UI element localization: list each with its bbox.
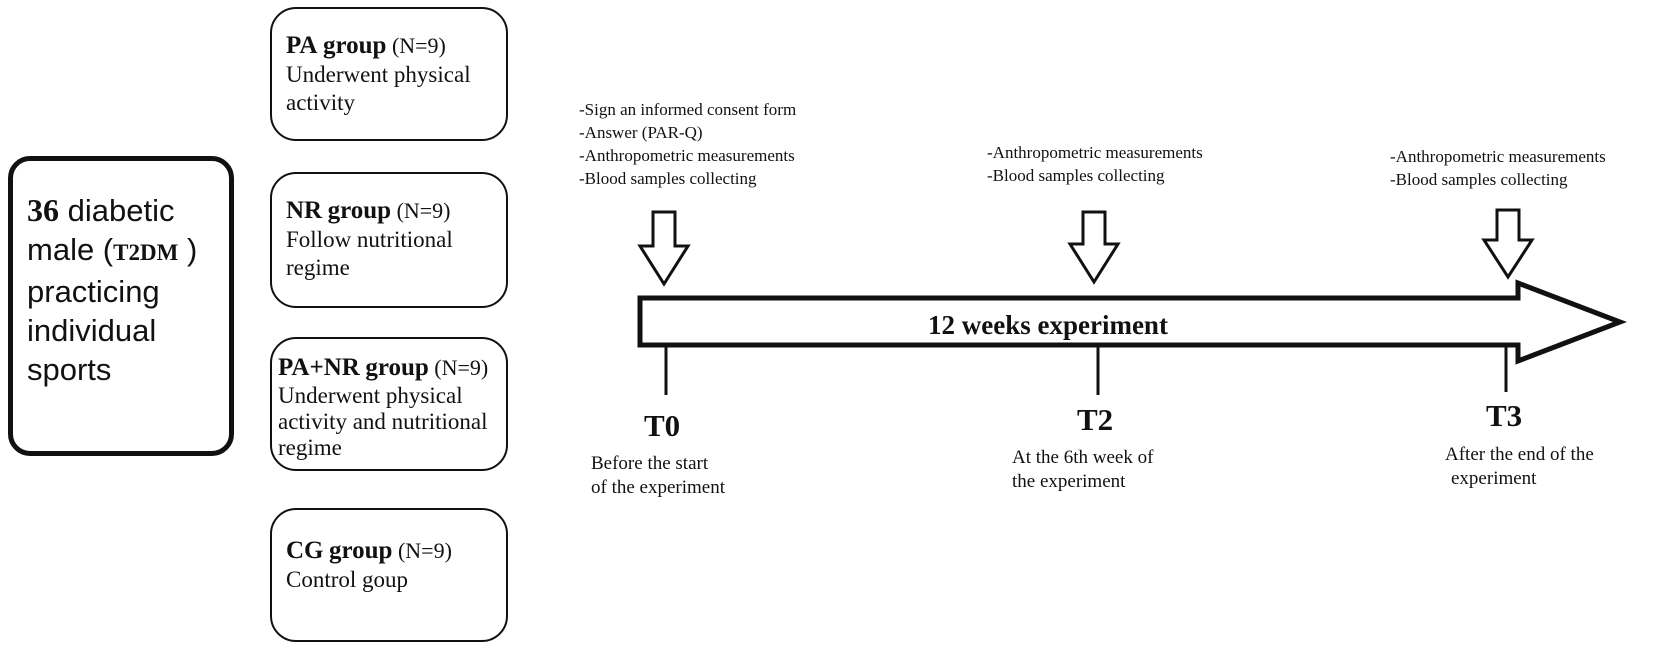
timeline-label: 12 weeks experiment: [928, 310, 1168, 340]
group-title: CG group (N=9): [286, 536, 496, 566]
caption-line: of the experiment: [591, 477, 726, 498]
participants-abbr: T2DM: [113, 240, 179, 265]
group-name: PA+NR: [278, 354, 360, 381]
note-line: -Answer (PAR-Q): [579, 123, 703, 142]
notes-t2: -Anthropometric measurements -Blood samp…: [987, 141, 1203, 187]
note-line: -Anthropometric measurements: [579, 146, 795, 165]
note-line: -Blood samples collecting: [1390, 170, 1568, 189]
down-arrow-icon-t3: [1481, 208, 1535, 280]
participants-text-4: practicing: [27, 274, 160, 309]
group-name: PA: [286, 32, 318, 59]
timepoint-t2: T2: [1077, 402, 1114, 437]
group-box-pa-nr: PA+NR group (N=9) Underwent physical act…: [270, 337, 508, 471]
note-line: -Blood samples collecting: [987, 166, 1165, 185]
participants-text-3: ): [186, 232, 198, 267]
participants-box: 36 diabetic male (T2DM ) practicing indi…: [8, 156, 234, 456]
group-suffix: group: [327, 197, 392, 224]
group-name: NR: [286, 197, 323, 224]
notes-t3: -Anthropometric measurements -Blood samp…: [1390, 145, 1606, 191]
note-line: -Anthropometric measurements: [1390, 147, 1606, 166]
group-title: NR group (N=9): [286, 196, 496, 226]
down-arrow-icon-t2: [1067, 210, 1121, 285]
group-description: Underwent physical activity and nutritio…: [278, 383, 488, 460]
participants-text-5: individual: [27, 313, 157, 348]
participants-text-6: sports: [27, 352, 112, 387]
notes-t0: -Sign an informed consent form -Answer (…: [579, 98, 796, 190]
caption-line: After the end of the: [1445, 444, 1594, 465]
group-description: Control goup: [286, 567, 409, 592]
participants-text-2: male (: [27, 232, 114, 267]
note-line: -Sign an informed consent form: [579, 100, 797, 119]
timepoint-t0: T0: [644, 408, 681, 443]
caption-line: Before the start: [591, 453, 709, 474]
group-title: PA+NR group (N=9): [278, 353, 500, 383]
group-box-nr: NR group (N=9) Follow nutritional regime: [270, 172, 508, 308]
caption-line: At the 6th week of: [1012, 447, 1154, 468]
group-name: CG: [286, 537, 324, 564]
group-description: Underwent physical activity: [286, 62, 471, 115]
group-box-pa: PA group (N=9) Underwent physical activi…: [270, 7, 508, 141]
group-suffix: group: [329, 537, 393, 564]
participants-text-1: diabetic: [67, 193, 175, 228]
caption-t0: Before the start of the experiment: [591, 452, 725, 500]
group-n: (N=9): [391, 33, 446, 58]
group-title: PA group (N=9): [286, 31, 496, 61]
group-n: (N=9): [396, 198, 451, 223]
participants-line-1: 36 diabetic: [27, 191, 219, 230]
group-description: Follow nutritional regime: [286, 227, 453, 280]
group-box-cg: CG group (N=9) Control goup: [270, 508, 508, 642]
caption-line: experiment: [1451, 468, 1537, 489]
down-arrow-icon-t0: [637, 210, 691, 287]
group-suffix: group: [322, 32, 387, 59]
note-line: -Anthropometric measurements: [987, 143, 1203, 162]
note-line: -Blood samples collecting: [579, 169, 757, 188]
caption-t3: After the end of the experiment: [1445, 443, 1594, 491]
caption-t2: At the 6th week of the experiment: [1012, 446, 1153, 494]
caption-line: the experiment: [1012, 471, 1126, 492]
participants-line-2: male (T2DM ): [27, 230, 219, 272]
timeline-arrow: [637, 279, 1628, 365]
participant-count: 36: [27, 192, 59, 228]
group-n: (N=9): [397, 538, 452, 563]
timepoint-t3: T3: [1486, 398, 1523, 433]
group-n: (N=9): [434, 355, 489, 380]
group-suffix: group: [365, 354, 429, 381]
